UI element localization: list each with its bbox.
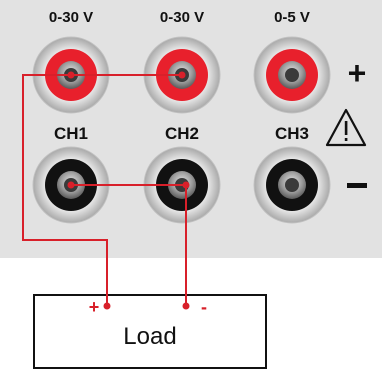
load-box — [33, 294, 267, 369]
connection-dot-load-negative — [182, 302, 190, 310]
warning-triangle-icon — [325, 108, 367, 147]
ch1-voltage-label: 0-30 V — [49, 9, 93, 26]
ch2-negative-terminal[interactable] — [143, 146, 221, 224]
positive-sign: + — [348, 55, 367, 91]
wire-ch1-positive-to-load-positive — [22, 74, 108, 306]
ch2-voltage-label: 0-30 V — [160, 9, 204, 26]
load-label: Load — [123, 323, 176, 350]
connection-dot-ch2-positive — [178, 71, 186, 79]
load-plus-sign: + — [89, 297, 100, 317]
connection-dot-ch1-positive — [67, 71, 75, 79]
ch3-negative-terminal[interactable] — [253, 146, 331, 224]
ch1-label: CH1 — [54, 124, 88, 143]
ch3-voltage-label: 0-5 V — [274, 9, 310, 26]
ch3-positive-terminal[interactable] — [253, 36, 331, 114]
connection-dot-ch2-negative — [182, 181, 190, 189]
connection-dot-load-positive — [103, 302, 111, 310]
connection-dot-ch1-negative — [67, 181, 75, 189]
load-minus-sign: - — [201, 297, 207, 317]
ch3-label: CH3 — [275, 124, 309, 143]
ch2-label: CH2 — [165, 124, 199, 143]
negative-sign — [347, 183, 367, 188]
